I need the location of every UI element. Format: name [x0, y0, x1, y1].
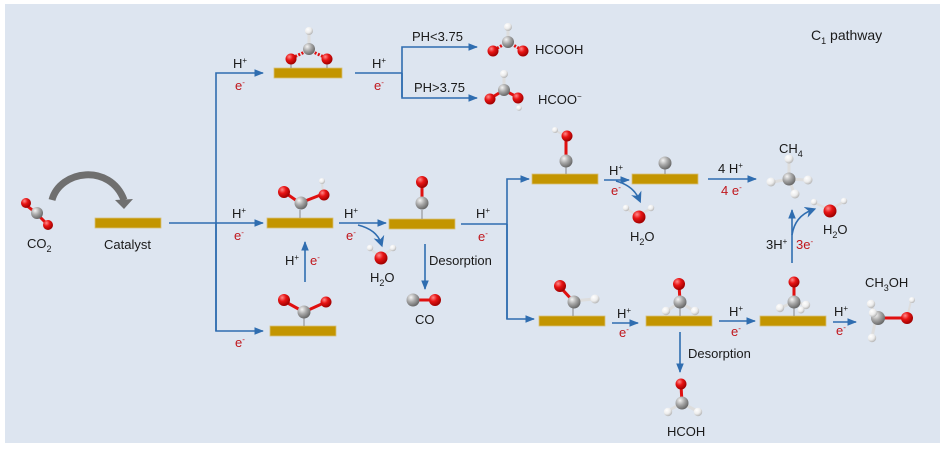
ch4-label: CH4 [779, 141, 803, 159]
hcoh-label: HCOH [667, 424, 705, 439]
co2-label: CO2 [27, 236, 52, 254]
c-intermediate [658, 156, 672, 174]
catalyst-surface [531, 173, 599, 185]
co-intermediate [415, 176, 429, 219]
ch2o-intermediate [661, 278, 700, 316]
cho-intermediate [554, 280, 600, 316]
e-minus-label: e- [478, 229, 488, 244]
cooh-to-co-arrow [339, 219, 387, 248]
h-plus-label: H+ [285, 253, 299, 268]
h-plus-label: H+ [372, 56, 386, 71]
oxygen-atom [321, 53, 333, 65]
three-e-minus-label: 3e- [796, 237, 813, 252]
hydrogen-atom [305, 27, 313, 35]
catalyst-surface [645, 315, 713, 327]
ch3o-intermediate [775, 276, 811, 316]
initial-branch-arrows [169, 69, 264, 335]
h-plus-label: H+ [344, 206, 358, 221]
catalyst-surface [538, 315, 606, 327]
h-plus-label: H+ [617, 306, 631, 321]
desorption-label: Desorption [429, 253, 492, 268]
co2-molecule [21, 198, 53, 230]
catalyst-label: Catalyst [104, 237, 151, 252]
ocho-intermediate [285, 27, 333, 68]
ch3oh-label: CH3OH [865, 275, 908, 293]
water-molecule [622, 204, 655, 224]
adsorption-curved-arrow [48, 171, 133, 209]
carbon-atom [31, 207, 43, 219]
co-label: CO [415, 312, 435, 327]
e-minus-label: e- [836, 323, 846, 338]
catalyst-surface [266, 217, 334, 229]
catalyst-surface [388, 218, 456, 230]
cooh-intermediate [278, 178, 330, 218]
oxygen-atom [21, 198, 31, 208]
desorption-label: Desorption [688, 346, 751, 361]
hcooh-label: HCOOH [535, 42, 583, 57]
h-plus-label: H+ [232, 206, 246, 221]
catalyst-surface [631, 173, 699, 185]
oxygen-atom [43, 220, 53, 230]
h-plus-label: H+ [233, 56, 247, 71]
e-minus-label: e- [611, 183, 621, 198]
ch4-molecule [766, 154, 813, 199]
four-e-minus-label: 4 e- [721, 183, 742, 198]
h-plus-label: H+ [609, 163, 623, 178]
e-minus-label: e- [619, 325, 629, 340]
e-minus-label: e- [346, 228, 356, 243]
coo-intermediate [278, 294, 332, 326]
co-branch-arrows [461, 175, 535, 323]
water-label: H2O [370, 270, 395, 288]
hcoo-minus-molecule [484, 70, 524, 111]
coh-intermediate [552, 127, 573, 174]
oxygen-atom [285, 53, 297, 65]
carbon-atom [303, 43, 315, 55]
catalyst-surface [759, 315, 827, 327]
ph-branch-arrows [355, 43, 478, 102]
water-label: H2O [823, 222, 848, 240]
four-h-plus-label: 4 H+ [718, 161, 743, 176]
e-minus-label: e- [234, 228, 244, 243]
ch3o-to-ch4-arrow [788, 207, 817, 263]
catalyst-surface [269, 325, 337, 337]
e-minus-label: e- [374, 78, 384, 93]
h-plus-label: H+ [476, 206, 490, 221]
ph-low-condition: PH<3.75 [412, 29, 463, 44]
water-label: H2O [630, 229, 655, 247]
h-plus-label: H+ [834, 304, 848, 319]
coh-to-c-arrow [604, 176, 642, 204]
ch3oh-molecule [866, 297, 915, 343]
e-minus-label: e- [731, 324, 741, 339]
e-minus-label: e- [235, 78, 245, 93]
e-minus-label: e- [310, 253, 320, 268]
hcooh-molecule [487, 23, 529, 57]
ph-high-condition: PH>3.75 [414, 80, 465, 95]
water-molecule [810, 197, 848, 218]
hcoo-minus-label: HCOO− [538, 92, 582, 107]
catalyst-surface [94, 217, 162, 229]
pathway-title: C1 pathway [811, 27, 882, 46]
co-molecule [406, 293, 441, 307]
water-molecule [366, 244, 397, 265]
three-h-plus-label: 3H+ [766, 237, 788, 252]
catalyst-surface [273, 67, 343, 79]
hcoh-molecule [663, 378, 703, 417]
e-minus-label: e- [235, 335, 245, 350]
h-plus-label: H+ [729, 304, 743, 319]
